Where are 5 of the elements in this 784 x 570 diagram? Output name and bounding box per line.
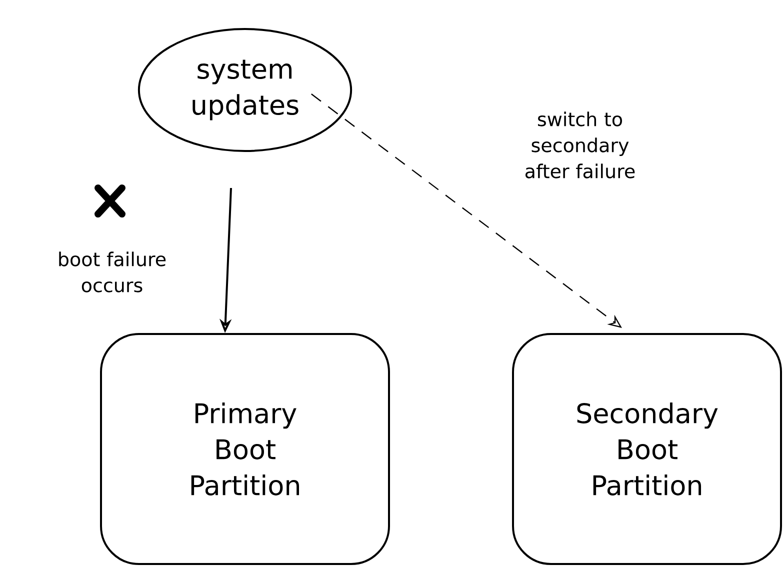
edge-label: switch to secondary after failure [526, 112, 635, 178]
edge-label: boot failure occurs [59, 252, 166, 292]
ellipse-node: system updates [138, 28, 352, 152]
partition-box: Primary Boot Partition [100, 333, 390, 565]
partition-box: Secondary Boot Partition [512, 333, 782, 565]
